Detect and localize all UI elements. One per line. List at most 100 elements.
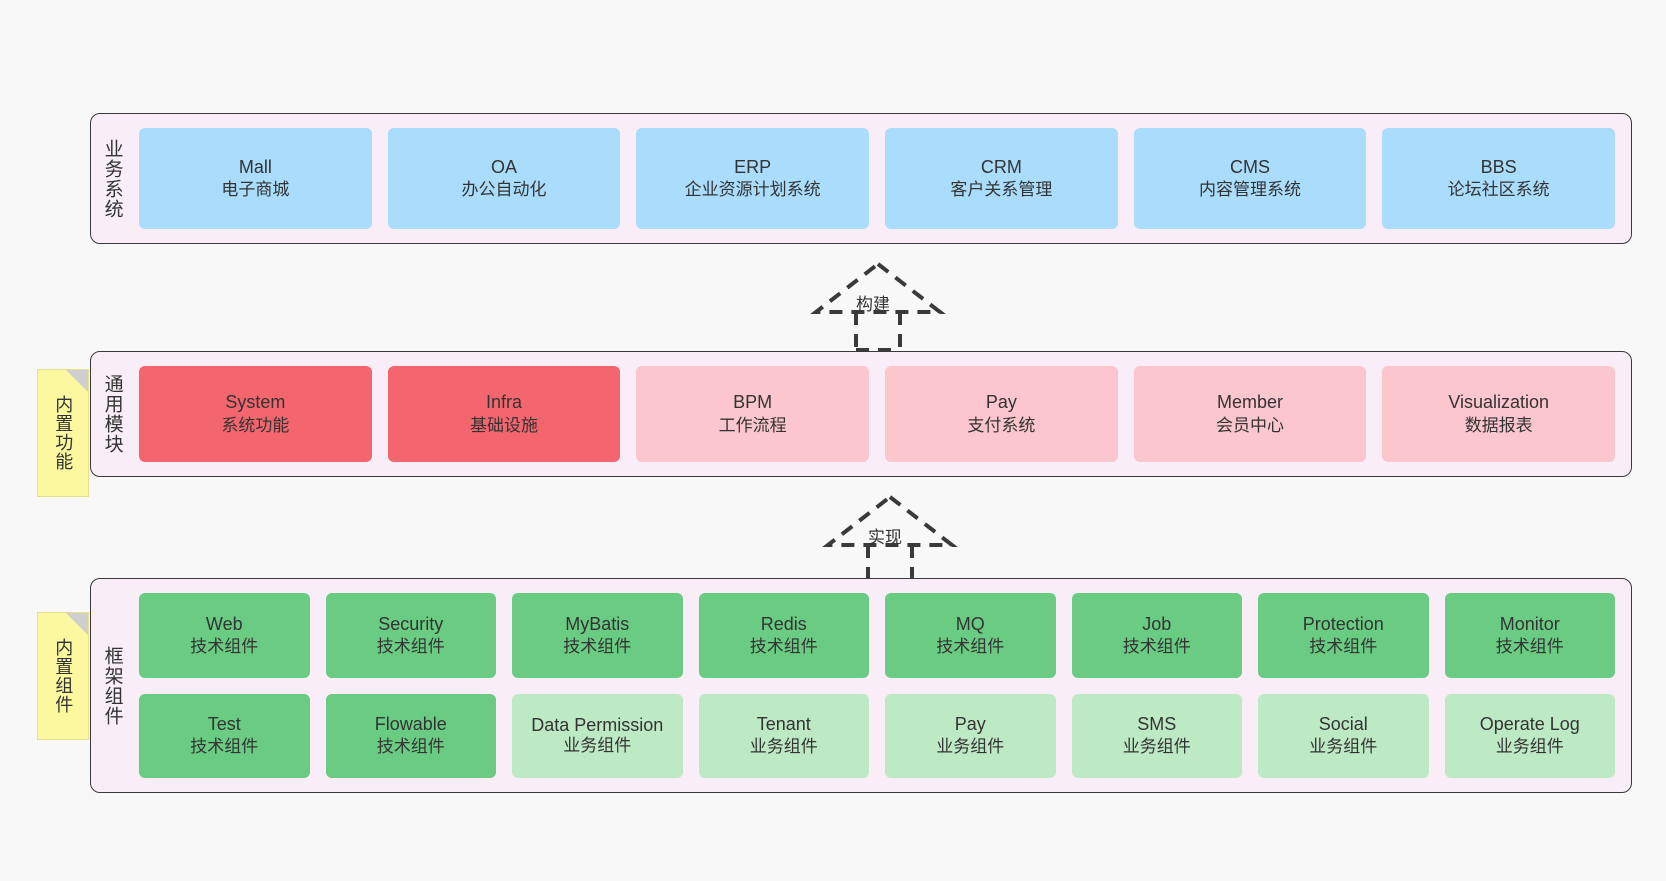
node-label-en: OA [491, 156, 518, 177]
node-label-en: MyBatis [565, 613, 630, 634]
node-redis[interactable]: Redis 技术组件 [698, 593, 869, 678]
node-label-cn: 业务组件 [1495, 737, 1564, 757]
layer-business-system[interactable]: 业务系统 Mall 电子商城 OA 办公自动化 ERP 企业资源计划系统 CRM… [90, 113, 1632, 244]
node-label-cn: 客户关系管理 [950, 180, 1053, 200]
layer-row: Mall 电子商城 OA 办公自动化 ERP 企业资源计划系统 CRM 客户关系… [139, 128, 1616, 229]
node-mybatis[interactable]: MyBatis 技术组件 [512, 593, 683, 678]
node-label-en: Protection [1302, 613, 1384, 634]
node-label-en: Pay [985, 392, 1017, 413]
node-label-cn: 业务组件 [563, 735, 632, 755]
node-sms[interactable]: SMS 业务组件 [1071, 693, 1242, 778]
node-label-cn: 内容管理系统 [1199, 180, 1302, 200]
node-label-cn: 技术组件 [936, 636, 1005, 656]
node-label-en: BBS [1480, 156, 1517, 177]
node-web[interactable]: Web 技术组件 [139, 593, 310, 678]
node-bpm[interactable]: BPM 工作流程 [636, 366, 870, 462]
node-pay[interactable]: Pay 支付系统 [885, 366, 1118, 462]
node-label-en: Social [1318, 714, 1368, 734]
node-label-en: Operate Log [1479, 714, 1580, 734]
note-fold-icon [66, 613, 88, 635]
node-label-cn: 数据报表 [1464, 415, 1533, 435]
layer-row: Test 技术组件 Flowable 技术组件 Data Permission … [139, 693, 1615, 778]
node-label-en: CMS [1230, 156, 1271, 177]
node-label-en: Security [378, 613, 444, 634]
node-label-en: Member [1217, 392, 1284, 413]
node-label-cn: 业务组件 [749, 737, 818, 757]
node-operate-log[interactable]: Operate Log 业务组件 [1444, 693, 1615, 778]
node-mall[interactable]: Mall 电子商城 [139, 128, 372, 229]
layer-title-common-module: 通用模块 [101, 374, 123, 454]
node-label-en: Mall [238, 156, 272, 177]
node-member[interactable]: Member 会员中心 [1133, 366, 1367, 462]
node-label-cn: 会员中心 [1216, 415, 1285, 435]
connector-implement-label: 实现 [868, 528, 902, 547]
layer-title-business-system: 业务系统 [101, 138, 123, 219]
node-label-en: Visualization [1448, 392, 1550, 413]
node-label-cn: 系统功能 [221, 415, 290, 435]
node-label-en: CRM [980, 156, 1022, 177]
node-label-cn: 技术组件 [376, 737, 445, 757]
node-data-permission[interactable]: Data Permission 业务组件 [512, 693, 683, 778]
node-label-cn: 业务组件 [936, 737, 1005, 757]
node-label-cn: 企业资源计划系统 [684, 180, 821, 200]
node-label-en: ERP [734, 156, 772, 177]
node-cms[interactable]: CMS 内容管理系统 [1133, 128, 1367, 229]
layer-row: Web 技术组件 Security 技术组件 MyBatis 技术组件 Redi… [139, 593, 1615, 678]
node-monitor[interactable]: Monitor 技术组件 [1444, 593, 1615, 678]
node-system[interactable]: System 系统功能 [139, 366, 372, 462]
node-label-en: SMS [1137, 714, 1177, 734]
node-label-cn: 技术组件 [190, 737, 259, 757]
node-label-cn: 办公自动化 [461, 180, 547, 200]
sticky-note-builtin-component: 内置组件 [37, 612, 89, 740]
node-label-cn: 支付系统 [967, 415, 1036, 435]
node-infra[interactable]: Infra 基础设施 [387, 366, 621, 462]
node-label-en: BPM [733, 392, 773, 413]
layer-common-module[interactable]: 通用模块 System 系统功能 Infra 基础设施 BPM 工作流程 Pay… [90, 351, 1632, 477]
node-label-cn: 电子商城 [221, 180, 290, 200]
node-label-en: Flowable [374, 714, 447, 734]
node-tenant[interactable]: Tenant 业务组件 [698, 693, 869, 778]
node-label-cn: 技术组件 [376, 636, 445, 656]
node-label-cn: 技术组件 [1122, 636, 1191, 656]
node-label-en: Monitor [1499, 613, 1560, 634]
node-label-cn: 业务组件 [1122, 737, 1191, 757]
node-pay-business[interactable]: Pay 业务组件 [885, 693, 1056, 778]
node-label-en: Test [207, 714, 241, 734]
node-label-cn: 论坛社区系统 [1447, 180, 1550, 200]
node-job[interactable]: Job 技术组件 [1071, 593, 1242, 678]
node-label-en: Data Permission [531, 714, 664, 735]
connector-build-label: 构建 [856, 295, 890, 314]
node-protection[interactable]: Protection 技术组件 [1258, 593, 1429, 678]
sticky-note-label: 内置组件 [53, 638, 74, 714]
layer-body-business-system: Mall 电子商城 OA 办公自动化 ERP 企业资源计划系统 CRM 客户关系… [133, 114, 1631, 243]
node-label-cn: 技术组件 [563, 636, 632, 656]
node-mq[interactable]: MQ 技术组件 [885, 593, 1056, 678]
layer-body-framework-component: Web 技术组件 Security 技术组件 MyBatis 技术组件 Redi… [133, 579, 1631, 792]
note-fold-icon [66, 370, 88, 392]
node-label-en: Web [205, 613, 243, 634]
node-crm[interactable]: CRM 客户关系管理 [885, 128, 1118, 229]
node-label-cn: 工作流程 [718, 415, 787, 435]
node-social[interactable]: Social 业务组件 [1258, 693, 1429, 778]
node-label-en: Redis [760, 613, 807, 634]
node-test[interactable]: Test 技术组件 [139, 693, 310, 778]
node-security[interactable]: Security 技术组件 [325, 593, 496, 678]
node-label-en: System [225, 392, 286, 413]
layer-framework-component[interactable]: 框架组件 Web 技术组件 Security 技术组件 MyBatis 技术组件… [90, 578, 1632, 793]
node-flowable[interactable]: Flowable 技术组件 [325, 693, 496, 778]
layer-row: System 系统功能 Infra 基础设施 BPM 工作流程 Pay 支付系统… [139, 366, 1616, 462]
node-label-en: Job [1142, 613, 1172, 634]
node-bbs[interactable]: BBS 论坛社区系统 [1382, 128, 1616, 229]
node-erp[interactable]: ERP 企业资源计划系统 [636, 128, 870, 229]
node-visualization[interactable]: Visualization 数据报表 [1382, 366, 1616, 462]
layer-title-framework-component: 框架组件 [101, 645, 123, 726]
node-label-cn: 技术组件 [1495, 636, 1564, 656]
connector-build: 构建 [800, 261, 960, 352]
connector-build-arrow [810, 261, 946, 352]
node-label-cn: 技术组件 [190, 636, 259, 656]
node-oa[interactable]: OA 办公自动化 [387, 128, 621, 229]
node-label-en: MQ [955, 613, 985, 634]
node-label-cn: 基础设施 [470, 415, 538, 435]
node-label-cn: 技术组件 [1309, 636, 1378, 656]
